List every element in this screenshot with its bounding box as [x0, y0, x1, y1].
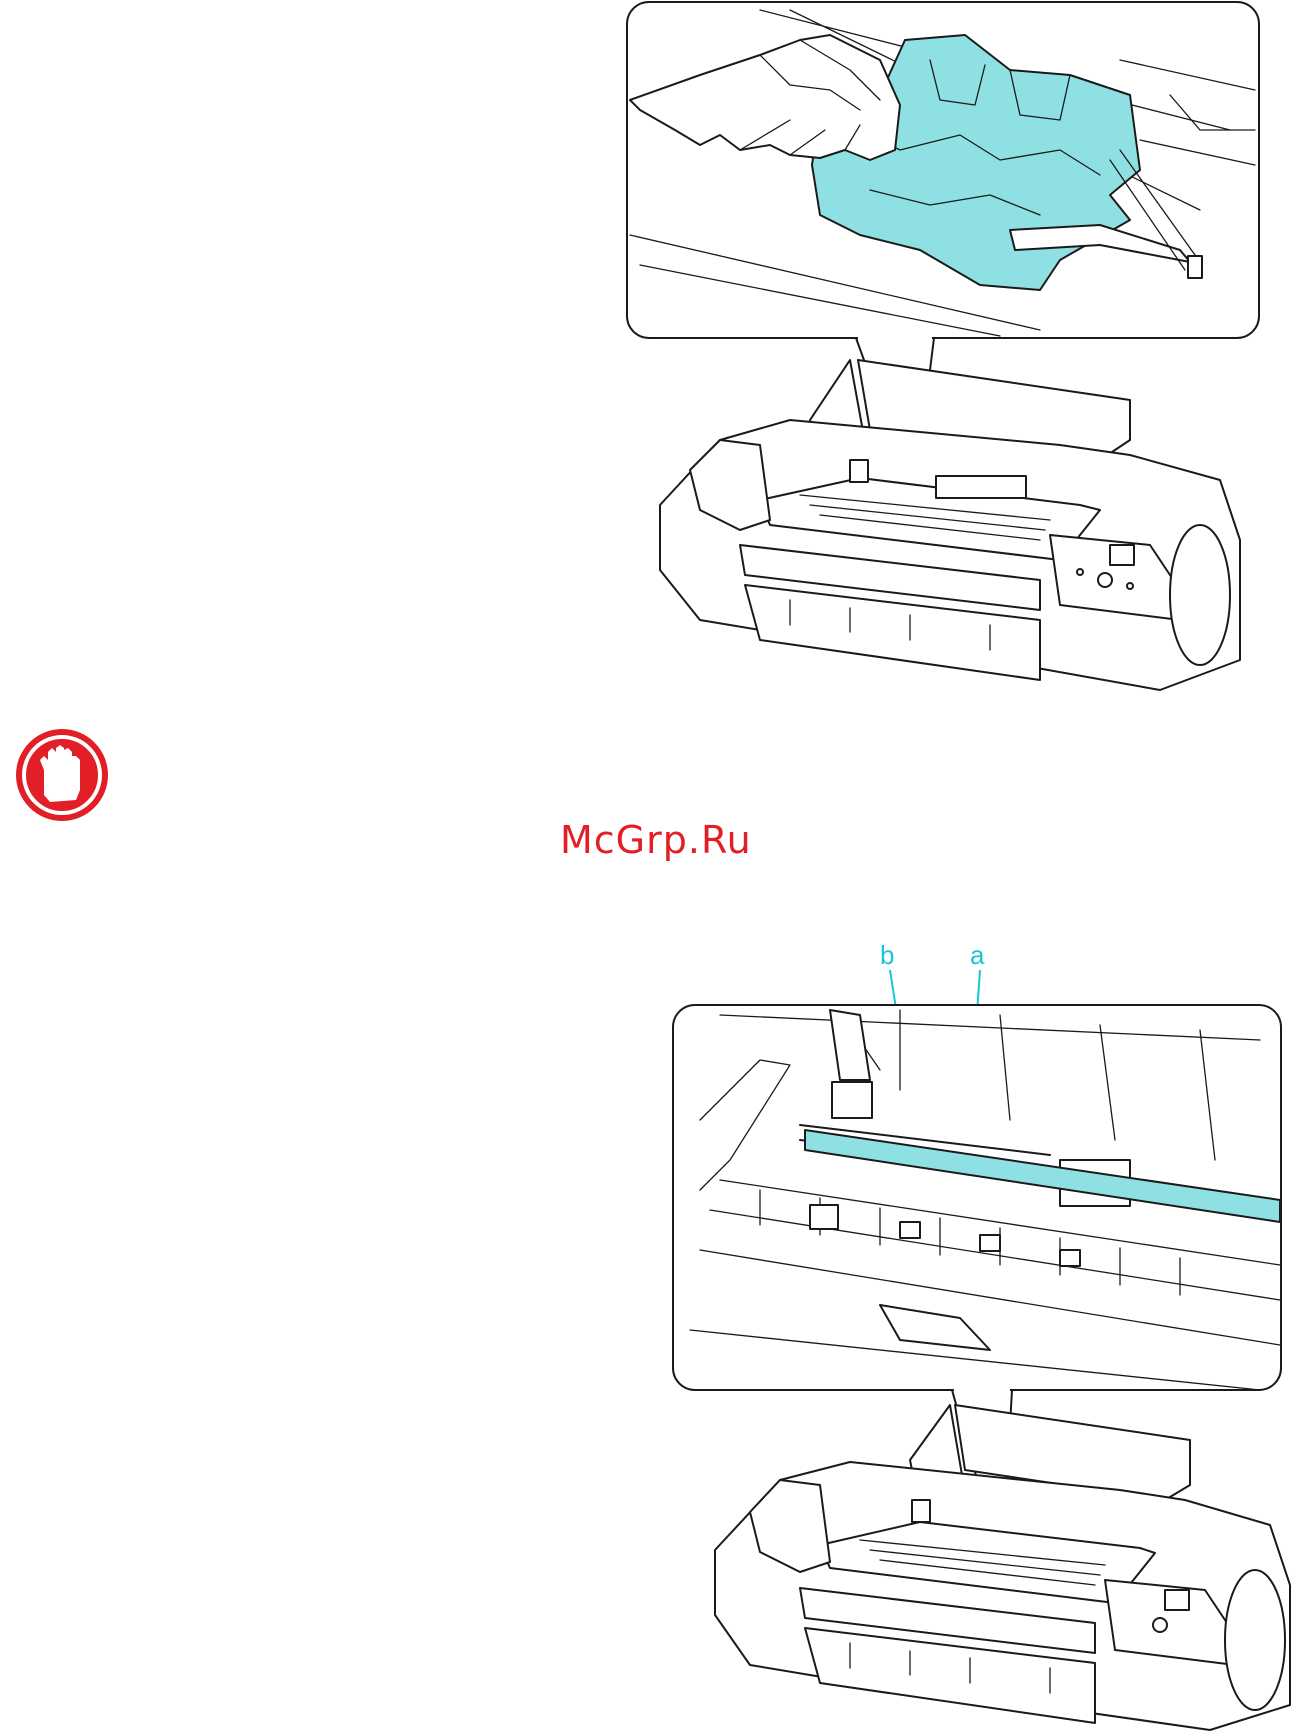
- bottom-printer-illustration: [0, 0, 1313, 1736]
